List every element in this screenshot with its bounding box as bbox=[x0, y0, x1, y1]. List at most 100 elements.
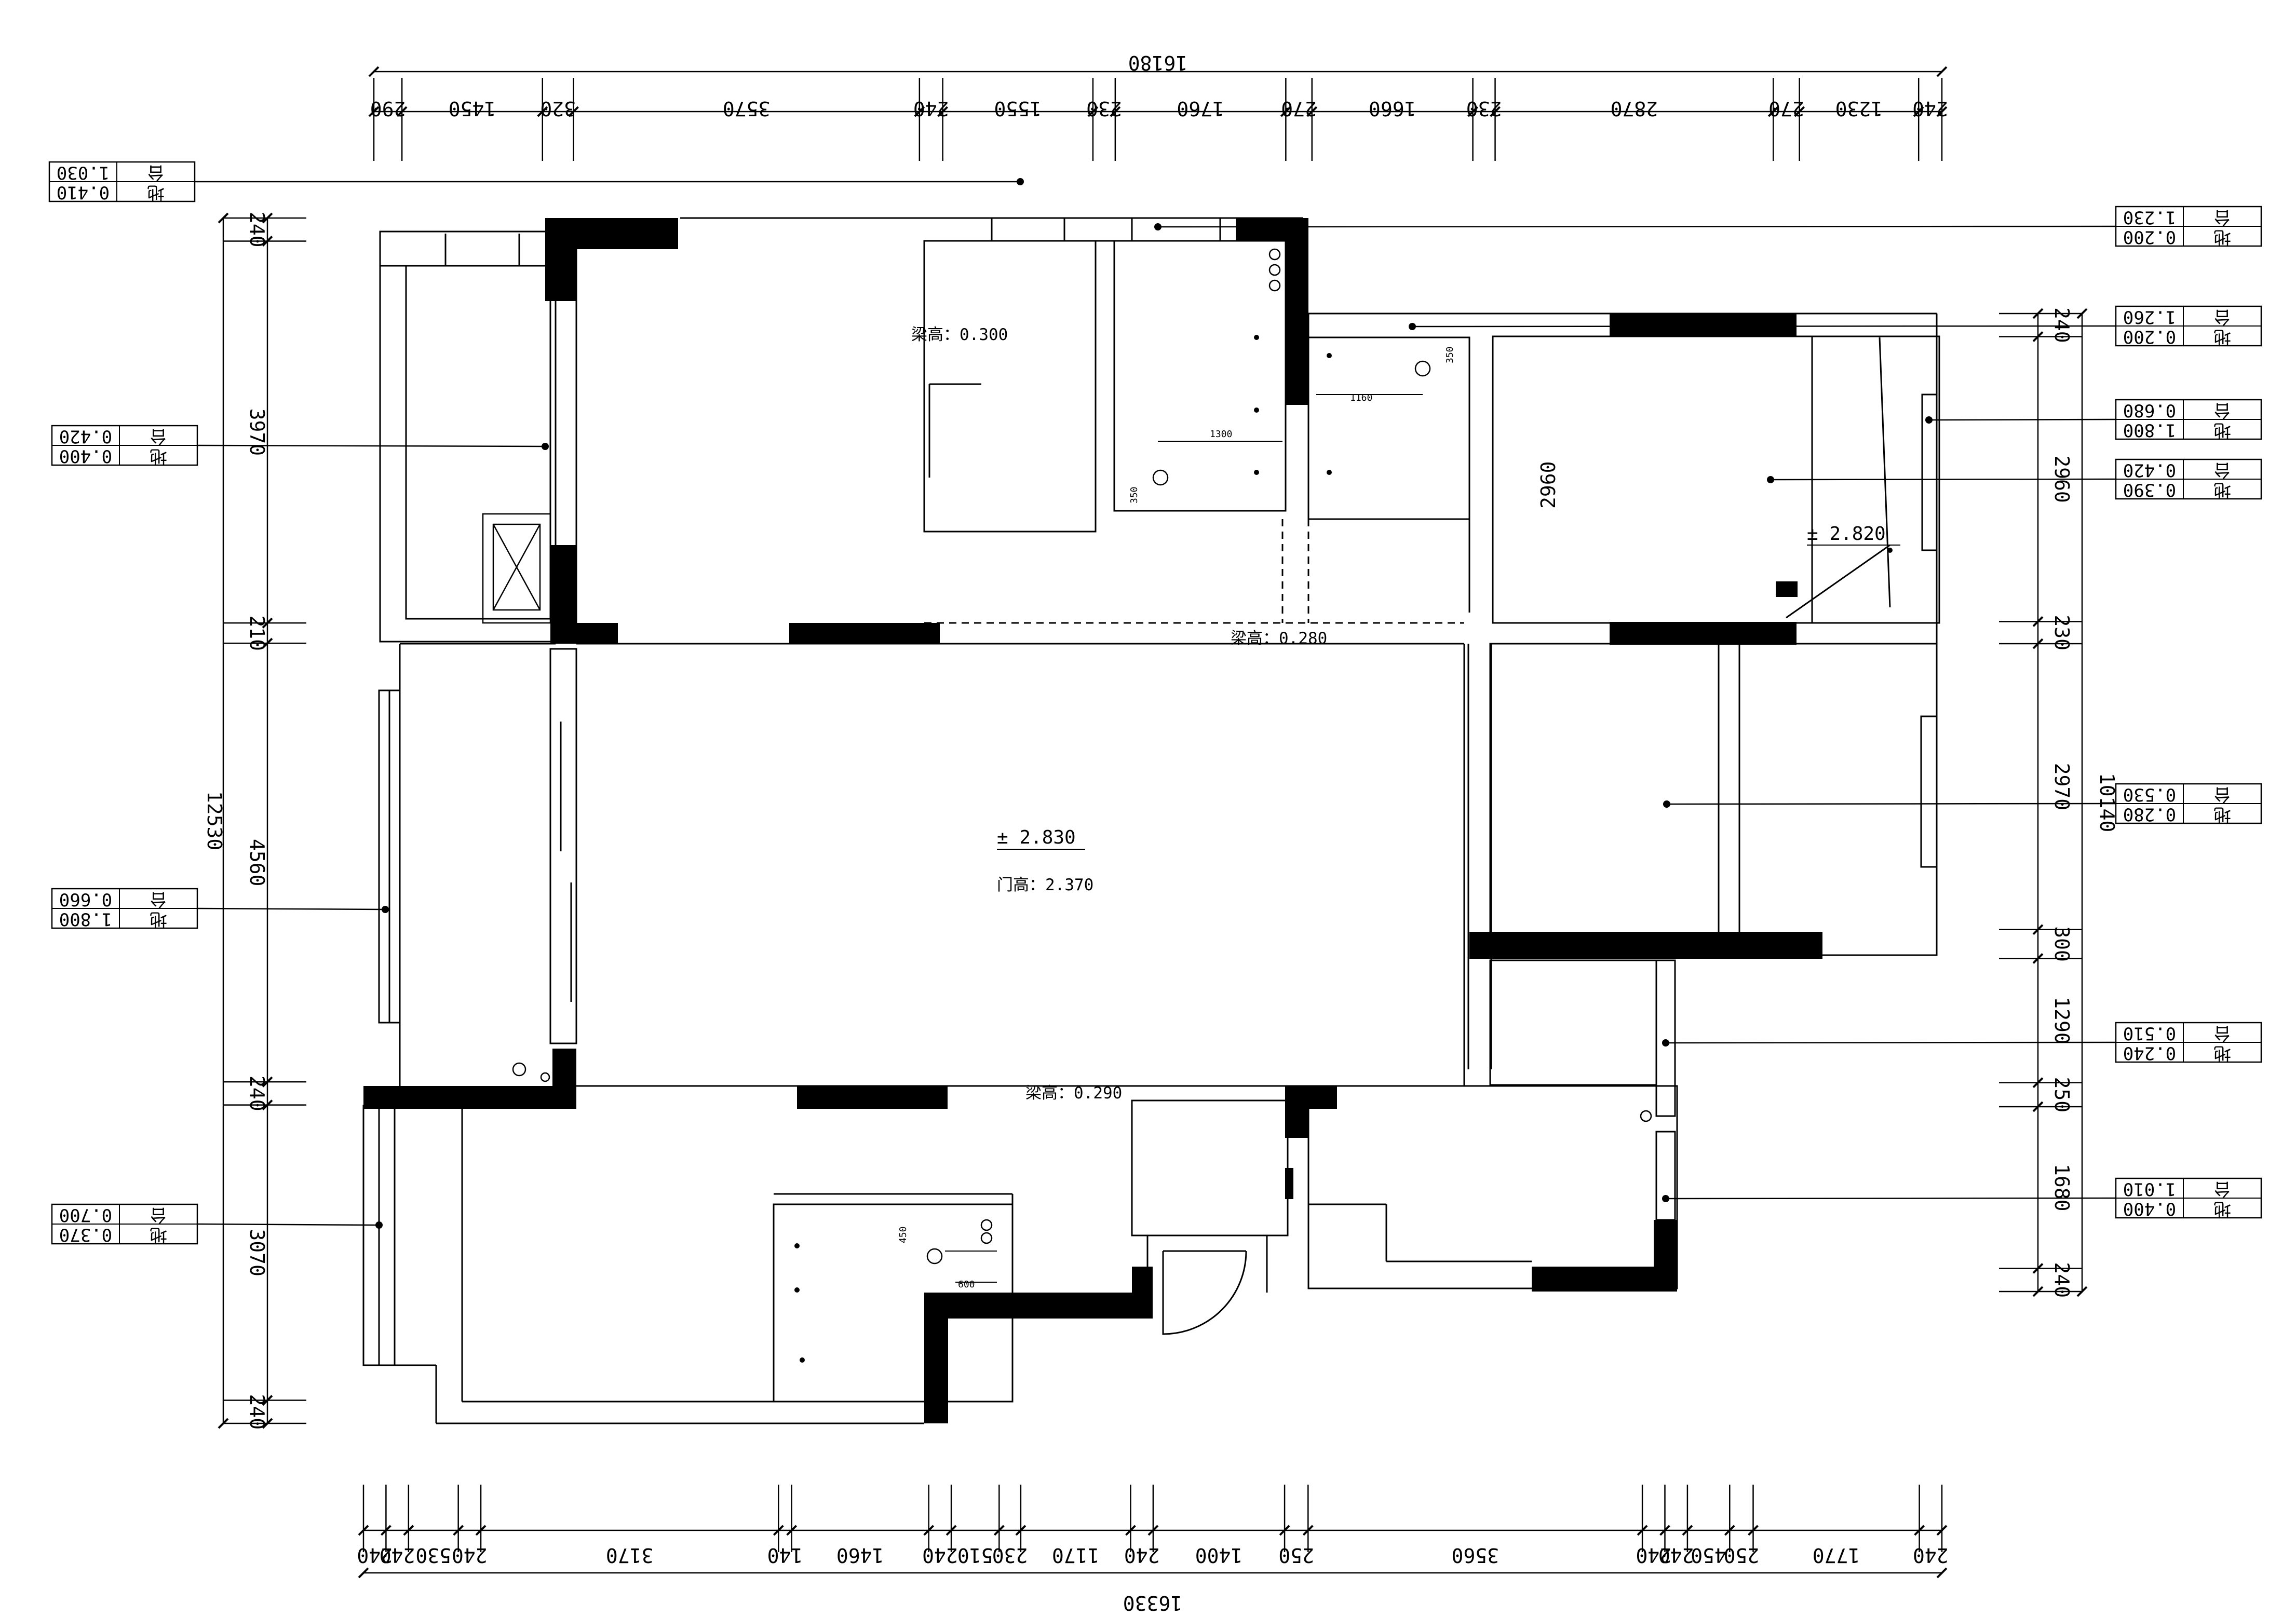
dimension-tick bbox=[396, 106, 408, 117]
wall-outlines bbox=[362, 217, 1940, 1424]
window-tag-leader-dot bbox=[1663, 800, 1670, 808]
dimension-tick bbox=[2032, 1077, 2044, 1089]
window-tag-value: 1.800 bbox=[2123, 420, 2176, 441]
bath2-dim-600: 600 bbox=[958, 1279, 975, 1290]
dimension-tick bbox=[262, 1418, 273, 1429]
window-tag-leader-dot bbox=[1409, 323, 1416, 330]
dimension-tick bbox=[773, 1525, 784, 1536]
window-tag-leader-dot bbox=[1154, 223, 1161, 230]
top-dimension-label: 1550 bbox=[994, 97, 1042, 120]
window-tag-value: 0.420 bbox=[59, 426, 112, 447]
column bbox=[363, 1086, 576, 1109]
dimension-tick bbox=[1659, 1525, 1670, 1536]
dimension-tick bbox=[2032, 308, 2044, 319]
dimension-tick bbox=[914, 106, 925, 117]
dimension-tick bbox=[1936, 106, 1948, 117]
column bbox=[1469, 932, 1822, 959]
window-tag-value: 0.400 bbox=[59, 446, 112, 467]
bottom-total-label: 16330 bbox=[1123, 1592, 1182, 1614]
bottom-dimension-label: 240 bbox=[357, 1544, 393, 1567]
window-tag-value: 0.400 bbox=[2123, 1199, 2176, 1219]
dimension-tick bbox=[1794, 106, 1805, 117]
right-dimension-label: 250 bbox=[2050, 1077, 2073, 1112]
dimension-tick bbox=[1279, 1525, 1290, 1536]
window-tag-leader-dot bbox=[1925, 416, 1933, 424]
window-tag-label: 地 bbox=[2213, 327, 2231, 347]
left-dimension-label: 4560 bbox=[246, 839, 268, 887]
bottom-dimension-label: 1460 bbox=[836, 1544, 884, 1567]
right-dimension-label: 240 bbox=[2050, 307, 2073, 343]
bath2-dim-450: 450 bbox=[898, 1226, 909, 1243]
window-tag-value: 1.260 bbox=[2123, 307, 2176, 328]
pipe-icon bbox=[1640, 1110, 1652, 1122]
bottom-dimension-label: 240 bbox=[380, 1544, 415, 1567]
window-tag-label: 台 bbox=[150, 1205, 167, 1226]
left-dimension-label: 3970 bbox=[246, 409, 268, 456]
window-tag-label: 台 bbox=[2213, 307, 2231, 328]
window-tag-value: 0.370 bbox=[59, 1225, 112, 1245]
level-room: ± 2.820 bbox=[1807, 523, 1886, 545]
top-dimension-label: 230 bbox=[1466, 97, 1502, 120]
top-dimension-label: 270 bbox=[1281, 97, 1317, 120]
dimension-tick bbox=[1748, 1525, 1759, 1536]
stove-icon bbox=[1268, 279, 1281, 292]
column bbox=[550, 623, 618, 644]
stove-icon bbox=[1268, 264, 1281, 276]
bath-outline bbox=[1307, 336, 1470, 520]
kitchen-dim-1300: 1300 bbox=[1210, 429, 1232, 440]
dimension-tick bbox=[1682, 1525, 1693, 1536]
dimension-tick bbox=[2032, 638, 2044, 649]
fixture-dots bbox=[794, 335, 1893, 1363]
window-tag-label: 地 bbox=[150, 909, 167, 930]
dimension-tick bbox=[2032, 953, 2044, 964]
top-dimension-label: 290 bbox=[370, 97, 406, 120]
dimension-tick bbox=[403, 1525, 414, 1536]
beam-label-bottom: 梁高：0.290 bbox=[1025, 1084, 1122, 1103]
bottom-dimension-label: 250 bbox=[1724, 1544, 1760, 1567]
window-tag-value: 1.800 bbox=[59, 909, 112, 930]
window-tag-label: 台 bbox=[2213, 207, 2231, 228]
window-tag-value: 1.030 bbox=[57, 162, 110, 183]
dimension-tick bbox=[923, 1525, 935, 1536]
window-tag-value: 0.660 bbox=[59, 889, 112, 910]
top-dimension-label: 1660 bbox=[1369, 97, 1416, 120]
dimension-tick bbox=[1147, 1525, 1159, 1536]
bottom-dimension-label: 1170 bbox=[1052, 1544, 1100, 1567]
window-tag-label: 台 bbox=[2213, 460, 2231, 481]
bedroom-top-window bbox=[1921, 393, 1938, 551]
dimension-tick bbox=[218, 212, 229, 224]
column bbox=[1532, 1267, 1677, 1292]
right-dimension-label: 1290 bbox=[2050, 997, 2073, 1044]
dimension-tick bbox=[786, 1525, 798, 1536]
window-tag-label: 台 bbox=[2213, 1023, 2231, 1044]
window-tag-value: 0.200 bbox=[2123, 227, 2176, 248]
dimension-tick bbox=[380, 1525, 391, 1536]
dimension-tick bbox=[1936, 1567, 1948, 1579]
column bbox=[1610, 314, 1797, 336]
column bbox=[1654, 1220, 1677, 1292]
dimension-tick bbox=[1767, 106, 1779, 117]
window-tag-value: 0.680 bbox=[2123, 400, 2176, 421]
dimension-tick bbox=[368, 106, 380, 117]
column bbox=[552, 1049, 576, 1106]
bottom-dimension-label: 240 bbox=[1913, 1544, 1949, 1567]
window-tag-label: 台 bbox=[2213, 784, 2231, 805]
beam-label-mid: 梁高：0.280 bbox=[1231, 629, 1327, 648]
annotations: 梁高：0.300 梁高：0.280 梁高：0.290 ± 2.830 门高：2.… bbox=[898, 325, 1886, 1290]
column bbox=[545, 218, 576, 301]
front-door-arc bbox=[1162, 1251, 1247, 1335]
dimension-tick bbox=[568, 106, 579, 117]
bottom-dimension-label: 230 bbox=[992, 1544, 1028, 1567]
window-tag-leader bbox=[1665, 1041, 2116, 1044]
left-dimension-label: 240 bbox=[246, 1076, 268, 1111]
bottom-dimension-label: 3170 bbox=[606, 1544, 654, 1567]
kitchen-dim-350: 350 bbox=[1129, 486, 1140, 504]
dimension-tick bbox=[262, 617, 273, 629]
bath-br-window bbox=[1655, 1131, 1676, 1221]
dimension-tick bbox=[1015, 1525, 1027, 1536]
dimension-tick bbox=[262, 1395, 273, 1406]
dimension-tick bbox=[1936, 66, 1948, 77]
